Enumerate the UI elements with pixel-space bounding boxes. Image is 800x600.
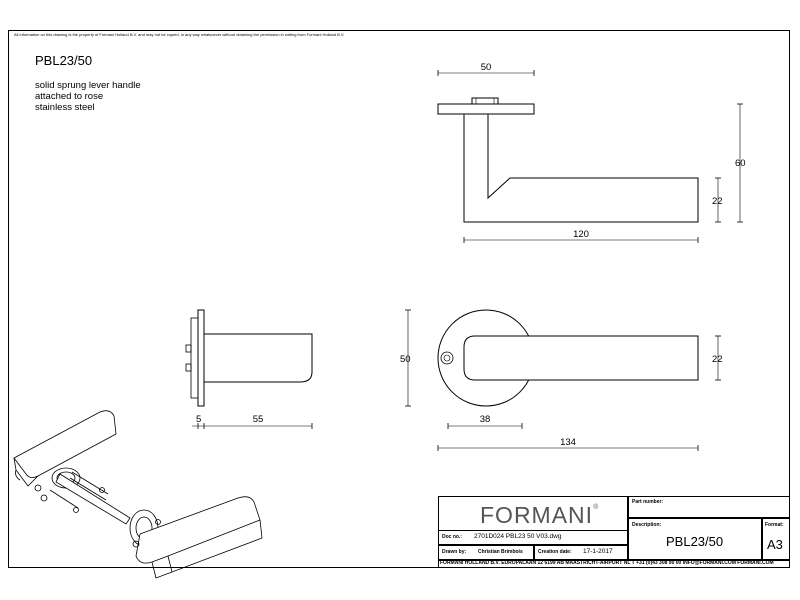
drawing-frame bbox=[8, 30, 790, 568]
part-number-cell bbox=[628, 496, 790, 518]
format-cell bbox=[762, 518, 790, 560]
top-view: 50 60 22 120 bbox=[437, 62, 746, 243]
side-view-lever bbox=[204, 333, 313, 383]
top-view-rose bbox=[437, 103, 535, 115]
description-cell bbox=[628, 518, 762, 560]
dim-front-length: 134 bbox=[560, 437, 576, 448]
dim-side-rose: 5 bbox=[196, 414, 201, 425]
creation-date-cell bbox=[534, 545, 628, 560]
product-description: solid sprung lever handle attached to ro… bbox=[35, 80, 141, 113]
front-view: 50 22 38 134 bbox=[400, 309, 723, 451]
formani-logo: FORMANI® bbox=[480, 502, 600, 528]
grub-screw bbox=[440, 351, 454, 365]
doc-no-label: Doc no.: bbox=[442, 534, 462, 540]
side-view-rose bbox=[197, 309, 205, 407]
drawn-by-label: Drawn by: bbox=[442, 549, 467, 555]
dim-top-width: 50 bbox=[481, 62, 492, 73]
drawing-title: PBL23/50 bbox=[35, 53, 93, 68]
side-view: 5 55 bbox=[185, 309, 313, 429]
dim-front-grip: 22 bbox=[712, 354, 723, 365]
description-value: PBL23/50 bbox=[666, 534, 724, 549]
description-line: stainless steel bbox=[35, 102, 95, 113]
dim-side-depth: 55 bbox=[253, 414, 264, 425]
isometric-view bbox=[13, 410, 263, 579]
dim-top-grip: 22 bbox=[712, 196, 723, 207]
part-number-label: Part number: bbox=[632, 499, 664, 505]
format-label: Format: bbox=[765, 522, 784, 528]
dim-front-offset: 38 bbox=[480, 414, 491, 425]
drawn-by-cell bbox=[438, 545, 534, 560]
company-footer: FORMANI HOLLAND B.V. EUROPALAAN 12 6199 … bbox=[440, 560, 774, 566]
doc-no-row bbox=[438, 530, 628, 545]
top-view-lever bbox=[463, 114, 699, 223]
description-label: Description: bbox=[632, 522, 662, 528]
dim-top-height: 60 bbox=[735, 158, 746, 169]
footer-row bbox=[438, 560, 790, 568]
format-value: A3 bbox=[767, 537, 783, 552]
doc-no-value: 2701D024 PBL23 50 V03.dwg bbox=[474, 533, 562, 540]
dim-front-rose: 50 bbox=[400, 354, 411, 365]
description-line: solid sprung lever handle bbox=[35, 80, 141, 91]
front-view-lever bbox=[463, 335, 699, 381]
drawn-by-value: Christian Brimbois bbox=[478, 549, 523, 555]
creation-date-label: Creation date: bbox=[538, 549, 572, 555]
side-view-mount bbox=[190, 317, 199, 399]
disclaimer-text: All information on this drawing is the p… bbox=[14, 32, 345, 37]
creation-date-value: 17-1-2017 bbox=[583, 548, 613, 555]
dim-top-length: 120 bbox=[573, 229, 589, 240]
top-view-spindle bbox=[471, 97, 499, 105]
description-line: attached to rose bbox=[35, 91, 104, 102]
